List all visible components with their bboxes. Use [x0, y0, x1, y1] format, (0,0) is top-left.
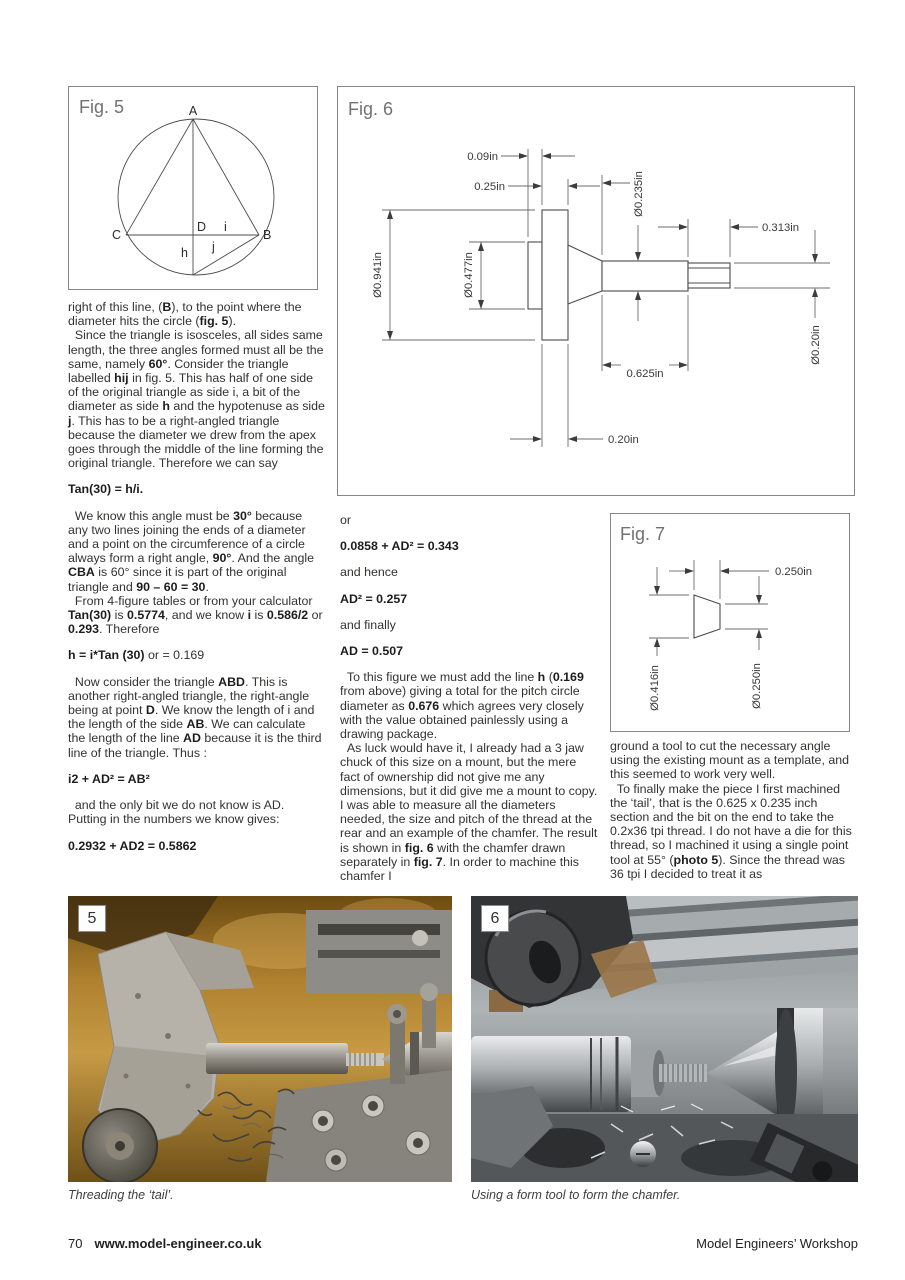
- dimension-arrowheads: [387, 153, 818, 442]
- website-link[interactable]: www.model-engineer.co.uk: [94, 1236, 262, 1251]
- dim-0313: 0.313in: [762, 222, 799, 234]
- equation: AD = 0.507: [340, 644, 404, 659]
- threaded-workpiece: [659, 1064, 707, 1082]
- page-number: 70: [68, 1236, 83, 1251]
- paragraph: and hence: [340, 565, 398, 580]
- photo-number-badge: 5: [78, 905, 106, 932]
- point-d-label: D: [197, 220, 206, 234]
- photo-5-image: [68, 896, 452, 1182]
- text-column-1: right of this line, (B), to the point wh…: [68, 300, 325, 865]
- paragraph: or: [340, 513, 352, 527]
- point-c-label: C: [112, 228, 121, 242]
- equation: h = i*Tan (30) or = 0.169: [68, 648, 205, 663]
- dim-020: 0.20in: [608, 434, 639, 446]
- dim-0250: 0.250in: [775, 566, 812, 578]
- equation: AD² = 0.257: [340, 591, 408, 606]
- paragraph: We know this angle must be 30° because a…: [68, 508, 327, 637]
- chamfer-outline: [693, 594, 721, 639]
- dim-0250-dia: Ø0.250in: [751, 663, 763, 709]
- part-outline: [527, 209, 731, 341]
- toolholder-dark: [750, 1122, 858, 1182]
- dim-009: 0.09in: [467, 151, 498, 163]
- workpiece-bar: [206, 1043, 384, 1074]
- side-j-label: j: [211, 240, 215, 254]
- dim-0416-dia: Ø0.416in: [649, 665, 661, 711]
- dark-headstock-mass: [471, 896, 657, 1012]
- equation: Tan(30) = h/i.: [68, 482, 144, 497]
- photo-number-badge: 6: [481, 905, 509, 932]
- text-column-3: ground a tool to cut the necessary angle…: [610, 739, 858, 893]
- paragraph: Now consider the triangle ABD. This is a…: [68, 674, 325, 760]
- dim-0235-dia: Ø0.235in: [633, 171, 645, 217]
- paragraph: To this figure we must add the line h (0…: [340, 670, 598, 884]
- paragraph: ground a tool to cut the necessary angle…: [610, 739, 852, 881]
- swarf-light: [222, 1105, 284, 1159]
- toolpost-blocks: [306, 910, 452, 994]
- figure-5-box: Fig. 5 A C B D i h j: [68, 86, 318, 290]
- side-i-label: i: [224, 220, 227, 234]
- dim-020-dia: Ø0.20in: [810, 325, 822, 365]
- page-footer: 70 www.model-engineer.co.uk Model Enginee…: [68, 1236, 858, 1251]
- equation: i2 + AD² = AB²: [68, 771, 150, 786]
- magazine-title: Model Engineers’ Workshop: [696, 1236, 858, 1251]
- dim-0941-dia: Ø0.941in: [372, 252, 384, 298]
- point-a-label: A: [189, 104, 198, 118]
- paragraph: and the only bit we do not know is AD. P…: [68, 798, 288, 827]
- equation: 0.0858 + AD² = 0.343: [340, 539, 459, 554]
- circle: [117, 118, 275, 276]
- form-tool-cone: [707, 1028, 783, 1119]
- paragraph: right of this line, (B), to the point wh…: [68, 300, 329, 471]
- photo-6-caption: Using a form tool to form the chamfer.: [471, 1188, 681, 1202]
- dome-screw: [630, 1141, 656, 1167]
- figure-7-label: Fig. 7: [620, 524, 665, 544]
- triangle-lines: [125, 118, 260, 276]
- equation: 0.2932 + AD2 = 0.5862: [68, 838, 197, 853]
- dim-0477-dia: Ø0.477in: [463, 252, 475, 298]
- figure-6-drawing: Fig. 6: [348, 99, 830, 447]
- figure-5-diagram: Fig. 5 A C B D i h j: [79, 97, 275, 276]
- figure-6-box: Fig. 6: [337, 86, 855, 496]
- photo-6-image: [471, 896, 858, 1182]
- paragraph: and finally: [340, 617, 396, 632]
- figure-5-label: Fig. 5: [79, 97, 124, 117]
- figure-6-label: Fig. 6: [348, 99, 393, 119]
- bolt-plate: [266, 983, 452, 1182]
- swarf: [197, 1088, 295, 1162]
- point-b-label: B: [263, 228, 271, 242]
- side-h-label: h: [181, 246, 188, 260]
- dim-0625: 0.625in: [626, 368, 663, 380]
- tailstock-barrel: [775, 1008, 858, 1134]
- dimension-lines: [382, 149, 830, 447]
- dimension-arrowheads: [654, 568, 762, 647]
- figure-7-drawing: Fig. 7 0.250in Ø0.416in Ø0.250in: [620, 524, 812, 711]
- photo-6: 6: [471, 896, 858, 1182]
- figure-7-box: Fig. 7 0.250in Ø0.416in Ø0.250in: [610, 513, 850, 732]
- dim-025: 0.25in: [474, 181, 505, 193]
- dimension-lines: [649, 560, 769, 656]
- photo-5: 5: [68, 896, 452, 1182]
- footer-left: 70 www.model-engineer.co.uk: [68, 1236, 262, 1251]
- handwheel: [82, 1108, 158, 1182]
- photo-5-caption: Threading the ‘tail’.: [68, 1188, 174, 1202]
